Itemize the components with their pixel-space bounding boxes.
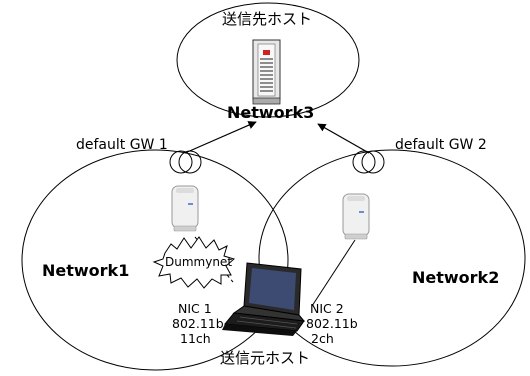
gw2-label: default GW 2 xyxy=(395,137,487,153)
nic1-channel: 11ch xyxy=(180,331,211,346)
server-icon xyxy=(252,39,281,105)
gw2-route-arrow xyxy=(317,123,370,154)
gw2-junction-icon xyxy=(352,150,385,174)
destination-host-label: 送信先ホスト xyxy=(222,10,313,28)
gw1-junction-icon xyxy=(169,150,202,174)
source-host-label: 送信元ホスト xyxy=(220,349,311,367)
network3-ellipse xyxy=(176,2,360,118)
network1-label: Network1 xyxy=(42,261,130,280)
network3-label: Network3 xyxy=(227,103,315,122)
nic2-name: NIC 2 xyxy=(310,301,344,316)
network1-ellipse xyxy=(21,149,289,371)
nic2-standard: 802.11b xyxy=(306,316,358,331)
network2-ellipse xyxy=(258,149,526,367)
dummynet-cloud-icon xyxy=(152,236,236,289)
gw1-label: default GW 1 xyxy=(76,137,168,153)
nic1-name: NIC 1 xyxy=(178,301,212,316)
dummynet-label: Dummynet xyxy=(165,255,233,269)
gw1-route-arrow xyxy=(184,121,257,154)
access-point-2-icon xyxy=(342,193,370,240)
network2-label: Network2 xyxy=(412,268,500,287)
nic1-standard: 802.11b xyxy=(172,316,224,331)
laptop-icon xyxy=(222,262,306,336)
nic2-channel: 2ch xyxy=(311,331,334,346)
access-point-1-icon xyxy=(171,185,199,232)
nic2-wireless-link xyxy=(311,239,356,307)
